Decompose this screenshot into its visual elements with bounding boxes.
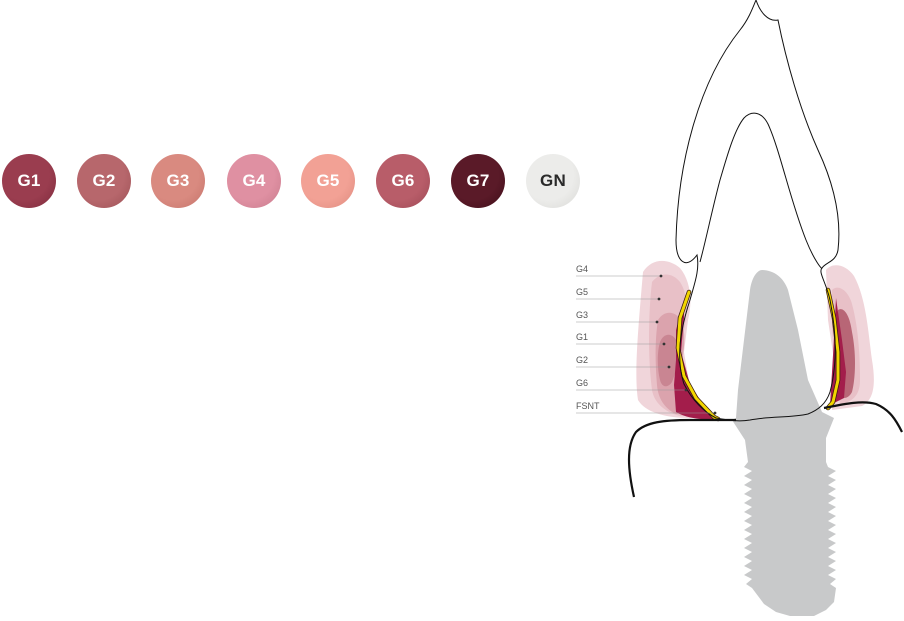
left-g1-layer	[657, 334, 679, 387]
swatch-label: GN	[540, 171, 566, 190]
layer-label-fsnt: FSNT	[576, 401, 600, 411]
leader-dot-g2	[667, 365, 671, 369]
abutment-outline	[699, 112, 823, 269]
swatch-label: G1	[17, 171, 41, 190]
swatch-label: G3	[166, 171, 190, 190]
swatch-label: G7	[466, 171, 490, 190]
right-fsnt-line	[826, 288, 840, 410]
leader-dot-g6	[684, 388, 688, 392]
swatch-g6: G6	[376, 154, 430, 208]
right-gingiva-layers	[825, 265, 874, 411]
leader-dot-g3	[655, 320, 659, 324]
leader-dot-g1	[662, 342, 666, 346]
layer-label-g3: G3	[576, 310, 588, 320]
layer-label-g2: G2	[576, 355, 588, 365]
crown-outline	[675, 0, 840, 422]
layer-label-g5: G5	[576, 287, 588, 297]
swatch-g7: G7	[451, 154, 505, 208]
swatch-label: G4	[242, 171, 266, 190]
layer-label-g4: G4	[576, 264, 588, 274]
swatch-g4: G4	[227, 154, 281, 208]
swatch-g1: G1	[2, 154, 56, 208]
swatch-label: G5	[316, 171, 340, 190]
swatch-g2: G2	[77, 154, 131, 208]
swatch-label: G6	[391, 171, 415, 190]
leader-dot-g4	[659, 274, 663, 278]
bone-contour-line-right	[823, 401, 903, 433]
leader-dot-fsnt	[713, 411, 717, 415]
swatch-g3: G3	[151, 154, 205, 208]
layer-label-g6: G6	[576, 378, 588, 388]
swatch-gn: GN	[526, 154, 580, 208]
left-g6-core	[674, 300, 716, 420]
swatch-g5: G5	[301, 154, 355, 208]
implant-body	[732, 270, 836, 616]
leader-dot-g5	[657, 297, 661, 301]
layer-label-g1: G1	[576, 332, 588, 342]
swatch-label: G2	[92, 171, 116, 190]
left-gingiva-layers	[636, 260, 721, 422]
bone-contour-line	[627, 418, 736, 498]
